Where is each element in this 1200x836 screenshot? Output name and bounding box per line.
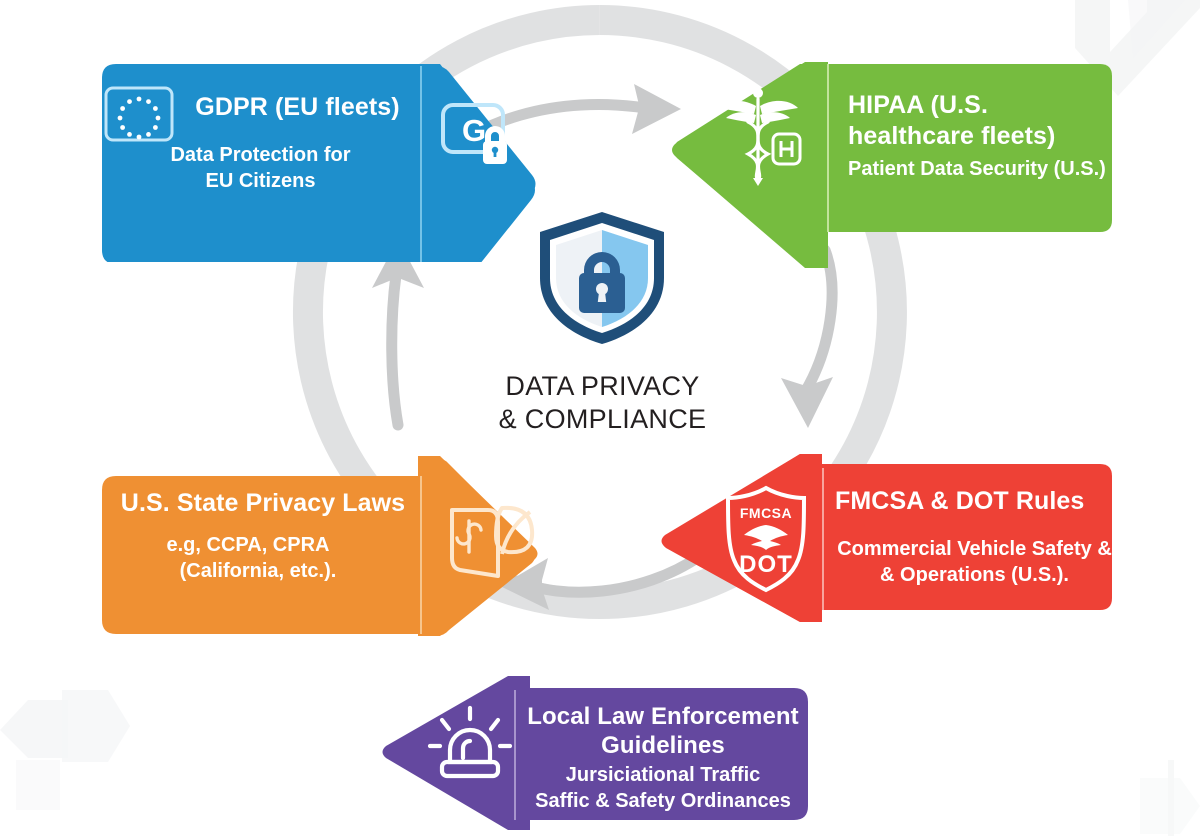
corner-chevron-bottom-right: [1140, 778, 1200, 834]
card-local-law-enforcement[interactable]: Local Law Enforcement Guidelines Jursici…: [382, 658, 822, 836]
card-local-subtitle-line2: Saffic & Safety Ordinances: [535, 790, 791, 812]
corner-chevron-bottom-left-2: [62, 690, 130, 762]
card-gdpr[interactable]: GDPR (EU fleets) Data Protection for EU …: [88, 62, 548, 262]
arrow-head-state-to-gdpr: [372, 239, 424, 288]
card-state-subtitle-line1: e.g, CCPA, CPRA: [166, 534, 330, 556]
card-us-state-privacy-laws[interactable]: U.S. State Privacy Laws e.g, CCPA, CPRA …: [88, 448, 548, 638]
card-local-subtitle-line1: Jursiciational Traffic: [565, 764, 761, 786]
arrow-state-to-gdpr-shaft: [386, 269, 404, 431]
card-gdpr-subtitle-line2: EU Citizens: [205, 170, 316, 192]
arrow-head-fmcsa-to-state: [500, 558, 549, 610]
caduceus-icon: [718, 88, 802, 186]
corner-chevron-bottom-left-3: [16, 760, 60, 810]
card-state-shape: [102, 456, 538, 636]
card-fmcsa-title: FMCSA & DOT Rules: [835, 487, 1085, 515]
center-emblem: [532, 208, 672, 348]
gdpr-g-lock-icon: G: [441, 103, 507, 164]
card-state-subtitle-line2: (California, etc.).: [179, 560, 337, 582]
money-leaf-icon: [450, 505, 535, 578]
corner-chevron-top-right-2: [1128, 0, 1185, 58]
fmcsa-dot-shield-icon: FMCSA DOT: [725, 485, 807, 593]
svg-text:FMCSA: FMCSA: [740, 505, 792, 521]
center-title: DATA PRIVACY & COMPLIANCE: [440, 370, 765, 436]
card-fmcsa-dot[interactable]: FMCSA DOT FMCSA & DOT Rules Commercial V…: [660, 452, 1115, 632]
card-gdpr-shape: [102, 64, 536, 262]
card-hipaa[interactable]: HIPAA (U.S. healthcare fleets) Patient D…: [672, 60, 1114, 270]
arrow-hipaa-to-fmcsa-shaft: [799, 244, 838, 398]
eu-flag-icon: [104, 86, 174, 142]
card-gdpr-subtitle-line1: Data Protection for: [170, 144, 351, 166]
card-hipaa-title-line2: healthcare fleets): [848, 122, 1056, 150]
flow-arrow-heads: [372, 84, 833, 610]
center-title-line1: DATA PRIVACY: [505, 371, 700, 401]
svg-text:DOT: DOT: [739, 551, 793, 578]
card-state-title: U.S. State Privacy Laws: [120, 489, 406, 517]
center-title-line2: & COMPLIANCE: [498, 404, 707, 434]
card-fmcsa-subtitle-line2: & Operations (U.S.).: [880, 564, 1069, 586]
card-gdpr-title: GDPR (EU fleets): [195, 93, 400, 121]
arrow-head-hipaa-to-fmcsa: [781, 377, 833, 428]
police-siren-icon: [427, 705, 513, 779]
arrow-head-gdpr-to-hipaa: [632, 84, 681, 134]
card-local-shape: [382, 676, 808, 830]
card-hipaa-shape: [672, 62, 1112, 268]
card-local-title-line2: Guidelines: [601, 732, 725, 759]
card-hipaa-subtitle-line1: Patient Data Security (U.S.): [848, 158, 1106, 180]
card-local-title-line1: Local Law Enforcement: [527, 703, 799, 730]
shield-lock-icon: [540, 212, 664, 344]
card-hipaa-title-line1: HIPAA (U.S.: [848, 91, 988, 119]
svg-text:G: G: [462, 113, 486, 148]
card-fmcsa-subtitle-line1: Commercial Vehicle Safety &: [837, 538, 1112, 560]
lock-glyph: [579, 252, 625, 313]
corner-chevron-bottom-left-1: [0, 700, 68, 758]
